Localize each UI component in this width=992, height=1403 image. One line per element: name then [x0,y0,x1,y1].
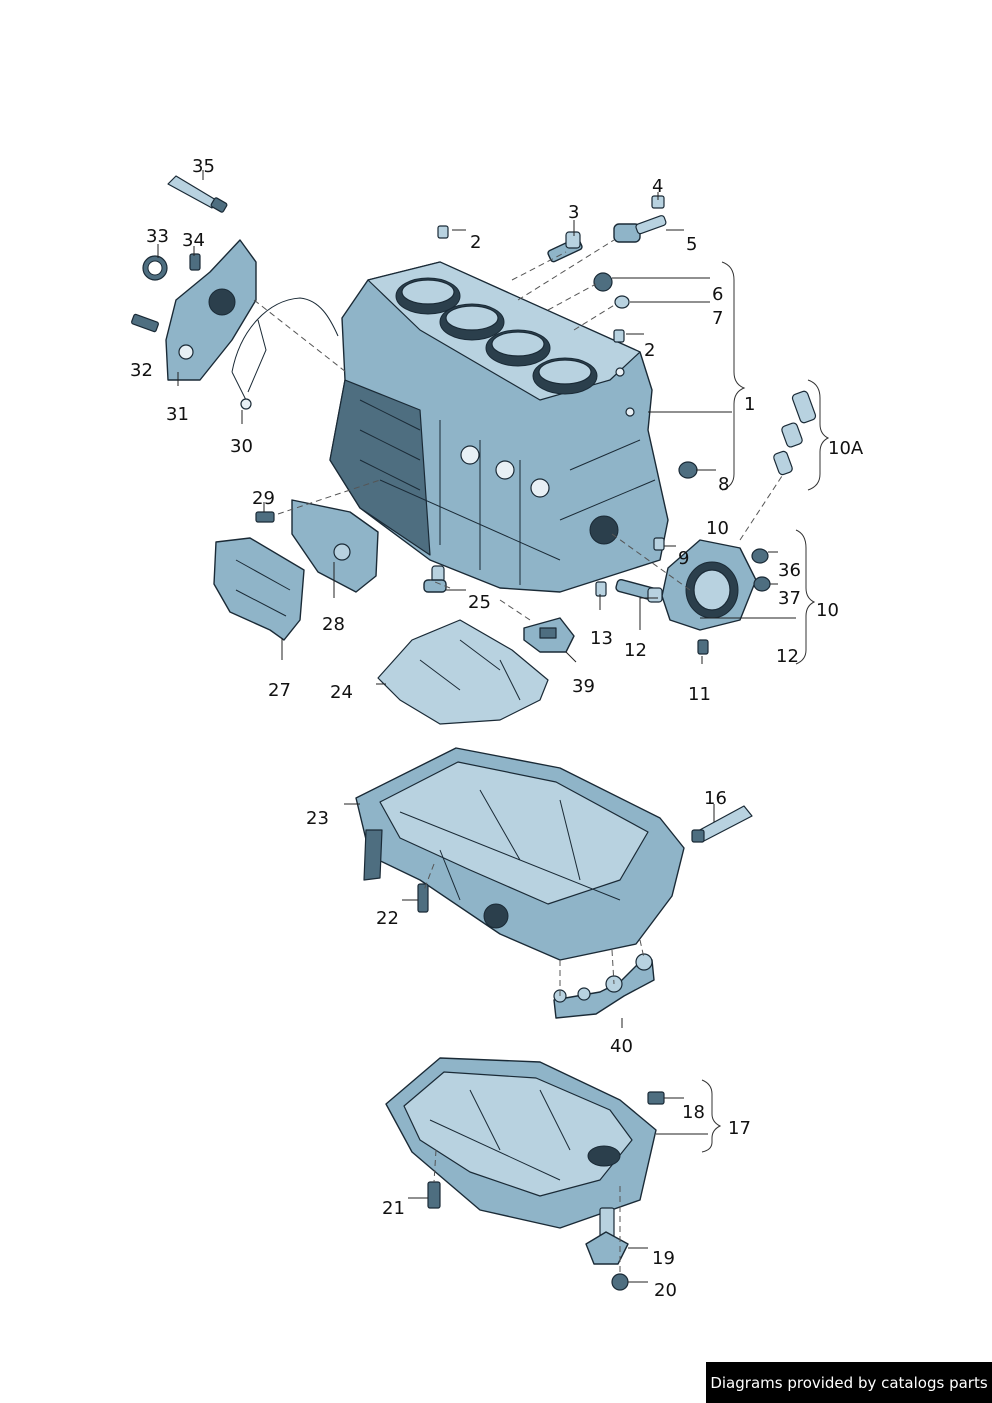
callout-40: 40 [610,1036,633,1057]
callout-2-right: 2 [644,340,655,361]
sensor-25 [423,565,447,593]
callout-35: 35 [192,156,215,177]
upper-oil-pan-23 [355,747,685,961]
callout-33: 33 [146,226,169,247]
callout-3: 3 [568,202,579,223]
sealant-tube-16 [691,805,753,843]
oil-jets-40 [553,953,655,1019]
callout-36: 36 [778,560,801,581]
cover-39 [523,617,575,653]
callout-29: 29 [252,488,275,509]
callout-12-left: 12 [624,640,647,661]
callout-16: 16 [704,788,727,809]
callout-21: 21 [382,1198,405,1219]
callout-30: 30 [230,436,253,457]
seal-plugs-36-37 [751,548,771,592]
callout-18: 18 [682,1102,705,1123]
grouping-brackets [701,261,830,1153]
seal-ring-33 [142,255,168,281]
sealing-plug-6 [593,272,613,292]
sealing-plug-8 [678,461,698,479]
callout-10-upper: 10 [706,518,729,539]
callout-6: 6 [712,284,723,305]
callout-23: 23 [306,808,329,829]
callout-19: 19 [652,1248,675,1269]
callout-28: 28 [322,614,345,635]
drain-part-19 [585,1207,629,1265]
sealant-tube-35 [167,175,228,213]
callout-10-right: 10 [816,600,839,621]
drain-plug-20 [611,1273,629,1291]
callout-2-upper: 2 [470,232,481,253]
callout-20: 20 [654,1280,677,1301]
callout-12-right: 12 [776,646,799,667]
cover-28 [291,499,379,593]
bolt-11 [697,639,709,655]
bolt-34 [189,253,201,271]
callout-32: 32 [130,360,153,381]
callout-13: 13 [590,628,613,649]
sensor-12 [615,578,663,603]
assembly-lines [253,239,783,1274]
callout-27: 27 [268,680,291,701]
seal-flange-10 [661,539,757,631]
oil-jet-bolt [547,231,583,263]
sensor-part-4-5 [613,195,667,243]
callout-9: 9 [678,548,689,569]
sealing-plug-7 [614,295,630,309]
callout-11: 11 [688,684,711,705]
bolt-21 [427,1181,441,1209]
bolt-18 [647,1091,665,1105]
callout-37: 37 [778,588,801,609]
callout-22: 22 [376,908,399,929]
bolt-32 [131,313,159,333]
bolt-13 [595,581,607,597]
leader-lines [157,170,796,1283]
callout-31: 31 [166,404,189,425]
callout-34: 34 [182,230,205,251]
callout-5: 5 [686,234,697,255]
callout-24: 24 [330,682,353,703]
bolt-22 [417,883,429,913]
callout-25: 25 [468,592,491,613]
baffle-24 [377,619,549,725]
callout-7: 7 [712,308,723,329]
bolt-29 [255,511,275,523]
lower-oil-pan-17 [385,1057,657,1229]
callout-10A: 10A [828,438,864,459]
footer-credit-banner: Diagrams provided by catalogs parts [706,1362,992,1403]
cylinder-block [329,261,669,593]
dowel-pin-right [613,329,625,343]
dowel-9 [653,537,665,551]
cover-27 [213,537,305,641]
footer-credit-text: Diagrams provided by catalogs parts [710,1373,988,1392]
screw-plugs-10A [773,390,817,476]
callout-4: 4 [652,176,663,197]
gasket-30 [231,297,339,410]
callout-8: 8 [718,474,729,495]
callout-labels: 1 2 2 3 4 5 6 7 8 9 10 10 10A 11 12 12 1… [130,156,864,1301]
callout-39: 39 [572,676,595,697]
callout-17: 17 [728,1118,751,1139]
callout-1: 1 [744,394,755,415]
timing-cover-31 [165,239,257,381]
dowel-pin-upper [437,225,449,239]
